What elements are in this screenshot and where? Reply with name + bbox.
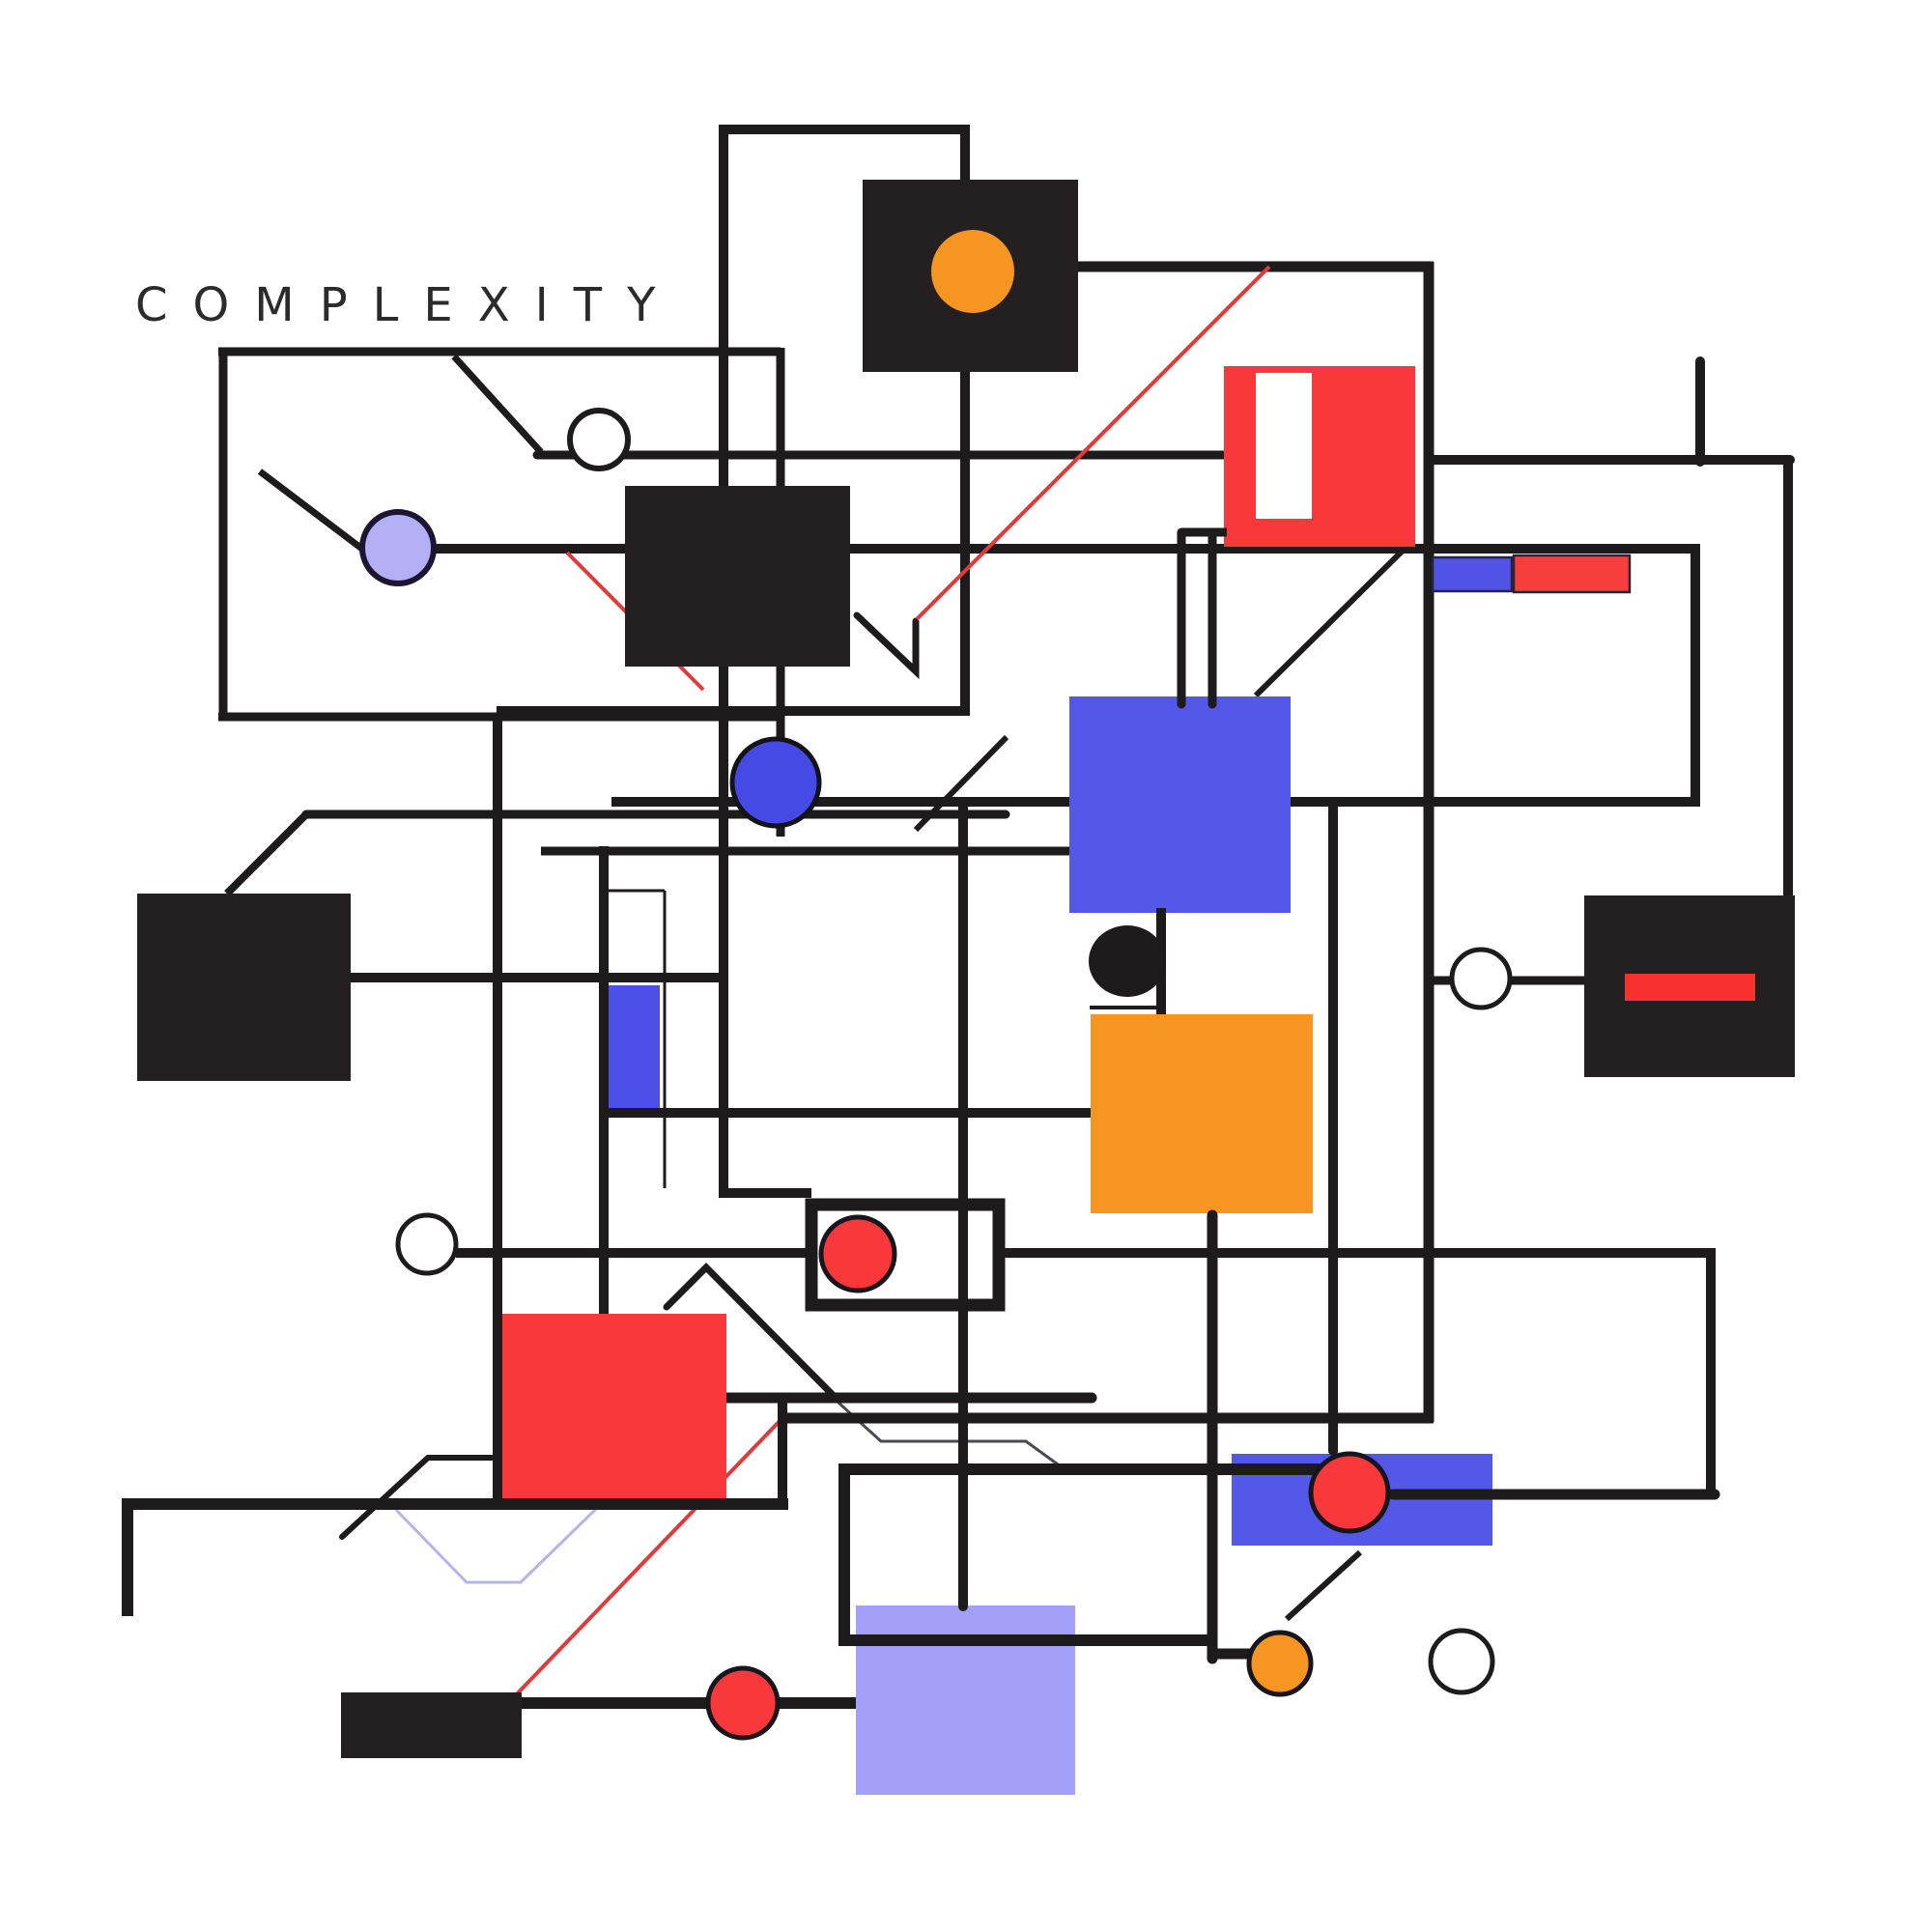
small-red-bar [1512,554,1632,594]
diagonal-into-indigo-square [1253,548,1406,698]
red-diagonal-top [915,265,1271,621]
black-rect-bottom-left [341,1692,522,1758]
purple-circle-left [359,509,437,586]
dark-square-center-left [625,486,850,667]
black-square-left [137,894,351,1081]
diagonal-short-center [913,734,1009,833]
checkmark [853,611,920,680]
red-square-top-right [1224,366,1415,547]
shape-layers [122,125,1795,1795]
diagonal-bottom-right [1284,1549,1363,1622]
blue-small-rect [609,985,660,1108]
orange-circle-top [931,230,1014,313]
diagonal-to-purple-circle [257,469,366,553]
indigo-square [1069,696,1291,913]
black-circle [1089,925,1166,997]
diagonal-to-small-circle [451,354,544,455]
red-diagonal-bottom [507,1416,784,1704]
small-blue-bar [1431,555,1514,593]
title-text: COMPLEXITY [135,278,680,332]
red-circle-box [805,1198,1006,1312]
periwinkle-square-bottom [856,1605,1075,1795]
red-bar-in-dark-square [1625,974,1755,1001]
zigzag-left-of-red-square [339,1455,495,1540]
red-circle-bottom-right [1308,1451,1391,1534]
white-circle-top [567,408,631,471]
orange-square-right [1091,1014,1313,1213]
red-circle-in-box [818,1214,897,1293]
mountain-zigzag [663,1263,839,1402]
orange-circle-bottom [1246,1630,1314,1697]
diagonal-from-black-square [224,811,309,896]
red-circle-bottom-left [705,1665,781,1741]
white-bar-in-red-square [1256,373,1312,519]
lavender-zigzag [395,1507,598,1584]
white-circle-bottom [1428,1628,1495,1695]
blue-circle-center [729,736,822,829]
white-circle-left [395,1212,459,1276]
red-square-lower-left [502,1314,726,1503]
white-circle-right [1449,947,1513,1010]
